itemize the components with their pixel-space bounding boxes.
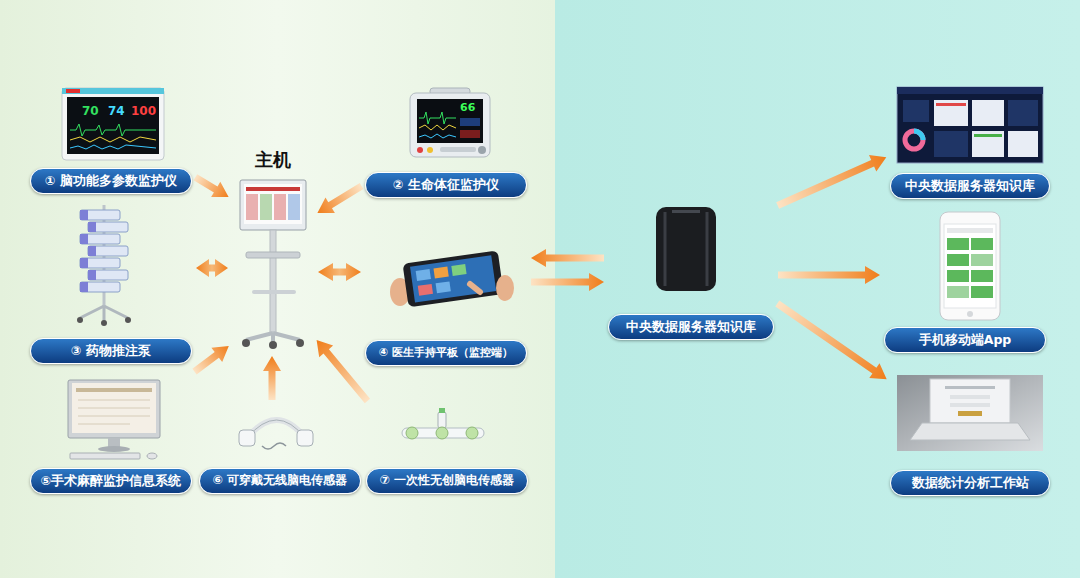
device-node: 数据统计分析工作站 [890,372,1050,496]
phone-picture [940,212,1000,320]
node-label: ④ 医生手持平板（监控端） [365,340,527,366]
dashboard-picture [897,87,1043,163]
device-node: ④ 医生手持平板（监控端） [365,246,527,366]
node-label: ③ 药物推注泵 [30,338,192,364]
device-node: ① 脑功能多参数监护仪 [30,86,192,194]
flow-arrow [776,155,886,209]
device-node: ⑤手术麻醉监护信息系统 [30,374,192,494]
screen-reading: 66 [460,101,475,115]
tablet-picture [390,250,514,307]
screen-reading: 70 [82,104,99,118]
device-node: ⑥ 可穿戴无线脑电传感器 [199,404,361,494]
node-label: ① 脑功能多参数监护仪 [30,168,192,194]
flow-arrow [196,259,228,277]
device-node: 中央数据服务器知识库 [608,200,774,340]
flow-arrow [317,183,363,213]
flow-arrow [192,346,228,375]
node-label: ⑥ 可穿戴无线脑电传感器 [199,468,361,494]
workstation-picture [897,375,1043,451]
vital-monitor-picture [410,88,490,157]
device-node: ② 生命体征监护仪 [365,88,527,198]
node-label: 手机移动端App [884,327,1046,353]
device-node: 中央数据服务器知识库 [890,84,1050,199]
node-label: ⑤手术麻醉监护信息系统 [30,468,192,494]
flow-arrow [531,273,604,291]
left-ground [0,0,555,578]
node-label: ⑦ 一次性无创脑电传感器 [366,468,528,494]
screen-reading: 100 [131,104,156,118]
flow-arrow [317,340,371,403]
flow-arrow [778,266,880,284]
disposable-sensor-picture [402,408,484,439]
syringe-pump-picture [77,205,131,326]
screen-reading: 74 [108,104,125,118]
device-node: ③ 药物推注泵 [30,204,192,364]
node-heading: 主机 [232,148,314,172]
server-picture [656,207,716,291]
desktop-picture [68,380,160,459]
flow-arrow [318,263,361,281]
flow-arrow [263,356,281,400]
brain-monitor-picture [62,88,164,160]
device-node: ⑦ 一次性无创脑电传感器 [366,404,528,494]
node-label: ② 生命体征监护仪 [365,172,527,198]
right-ground [555,0,1080,578]
host-unit: 主机 [232,148,314,352]
node-label: 数据统计分析工作站 [890,470,1050,496]
flow-arrow [194,174,229,197]
node-label: 中央数据服务器知识库 [890,173,1050,199]
device-node: 手机移动端App [884,208,1046,353]
wearable-sensor-picture [239,420,313,449]
host-cart-picture [240,180,306,349]
flow-arrow [531,249,604,267]
flow-arrow [775,301,886,380]
node-label: 中央数据服务器知识库 [608,314,774,340]
